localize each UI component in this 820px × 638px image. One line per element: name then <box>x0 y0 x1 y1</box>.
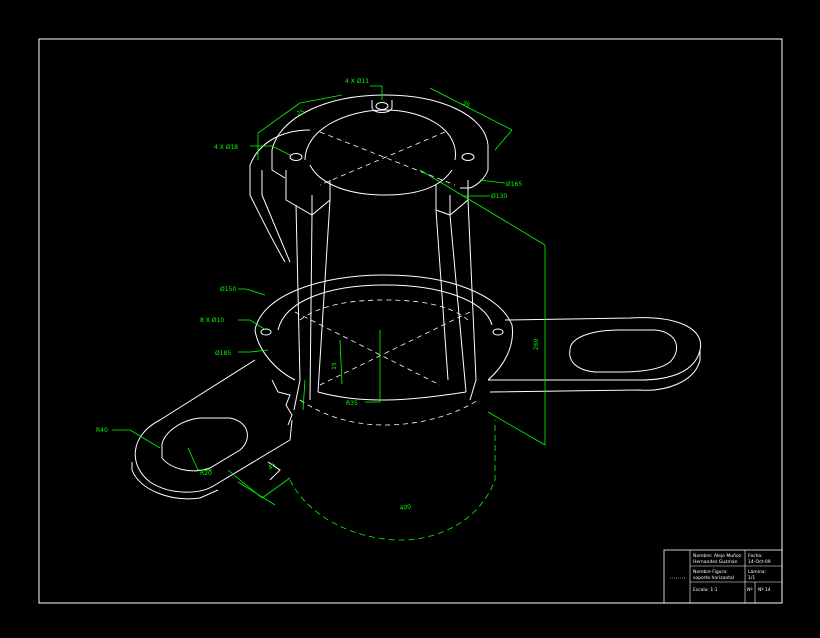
title-author-name: Hernandez Guzman <box>693 559 738 565</box>
title-scale: Escala: 1:1 <box>693 587 718 593</box>
part-geometry <box>131 94 702 500</box>
title-piece-value: soporte horizontal <box>693 575 734 581</box>
title-number-label: Nº <box>747 587 753 593</box>
dimension-lines <box>112 85 546 506</box>
hidden-lines <box>294 131 479 426</box>
dim-r35: R35 <box>346 400 358 407</box>
dim-len-foot: 45 <box>267 461 277 471</box>
title-date-label: Fecha: <box>748 553 763 559</box>
title-number-value: Nº 14 <box>758 587 771 593</box>
title-block: Nombre: Alejo Muñoz Hernandez Guzman Fec… <box>663 549 783 604</box>
title-date-value: 14-Oct-09 <box>748 559 771 565</box>
bottom-arc-dimension <box>289 420 496 541</box>
dimension-labels: 4 X Ø11 4 X Ø18 Ø165 Ø130 Ø150 8 X Ø10 Ø… <box>96 78 540 512</box>
dim-len-top-left: 25 <box>296 108 306 118</box>
dim-height: 260 <box>533 338 540 350</box>
dim-r40: R40 <box>96 427 108 434</box>
dim-holes-base: 8 X Ø10 <box>200 317 224 324</box>
dim-base: Ø185 <box>215 350 231 357</box>
sheet-border <box>38 38 783 604</box>
dim-holes-top: 4 X Ø11 <box>345 78 369 85</box>
dim-bottom-arc: 400 <box>399 503 411 512</box>
dim-holes-side: 4 X Ø18 <box>214 144 238 151</box>
dim-len-mid: 15 <box>331 362 338 370</box>
title-sheet-value: 1/1 <box>748 575 755 581</box>
dim-base-pcd: Ø150 <box>220 286 236 293</box>
title-sheet-label: Lámina: <box>748 568 766 575</box>
dim-len-top-right: 35 <box>461 100 471 110</box>
title-piece-label: Nombre Figura: <box>693 569 728 575</box>
title-author-label: Nombre: Alejo Muñoz <box>693 553 742 559</box>
dim-top-outer: Ø165 <box>506 181 522 188</box>
dim-r20: R20 <box>200 470 212 477</box>
dim-top-inner: Ø130 <box>491 193 507 200</box>
